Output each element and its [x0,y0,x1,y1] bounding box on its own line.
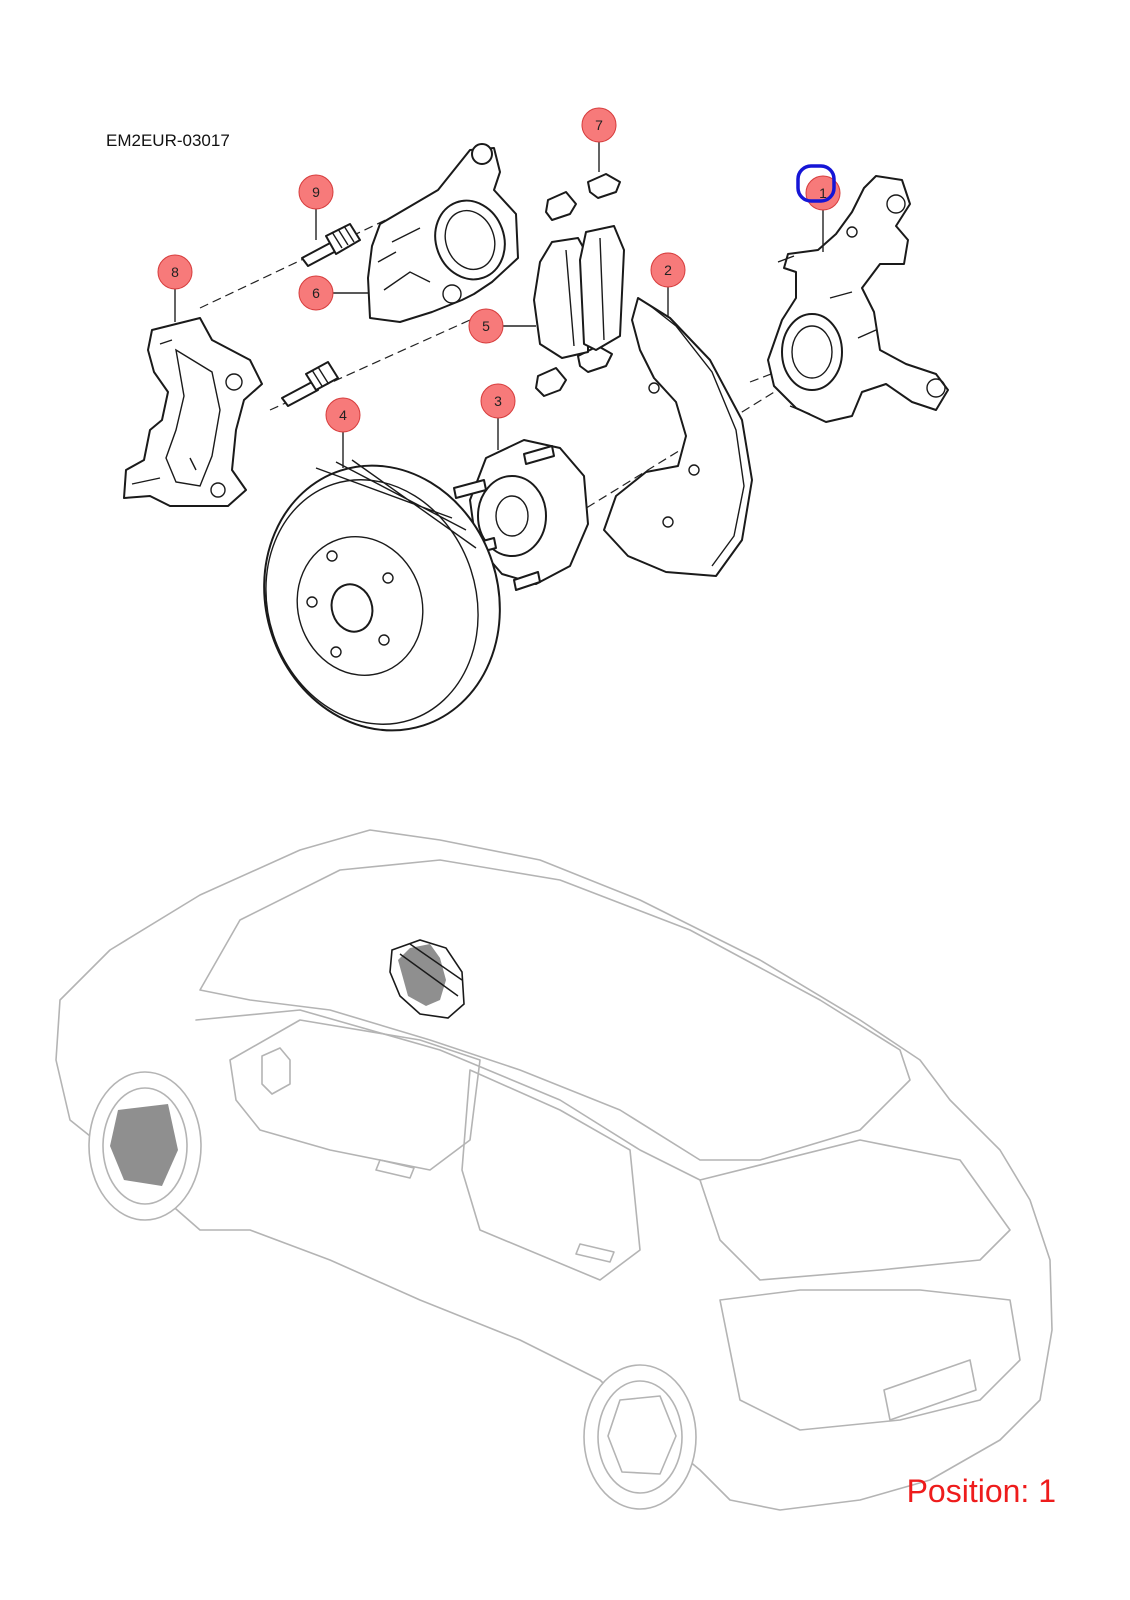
callout-label-3: 3 [494,393,502,409]
brake-caliper-part [367,143,519,323]
steering-knuckle-part [767,175,949,423]
position-label: Position: 1 [906,1473,1056,1509]
callout-marker-6[interactable]: 6 [298,275,334,311]
callout-marker-7[interactable]: 7 [581,107,617,143]
callout-marker-3[interactable]: 3 [480,383,516,419]
callout-marker-8[interactable]: 8 [157,254,193,290]
callout-label-2: 2 [664,262,672,278]
callout-leaders [174,142,824,468]
callout-marker-4[interactable]: 4 [325,397,361,433]
guide-pin-bolt-part [281,223,361,407]
vehicle-location-view [55,829,1053,1511]
selection-ring [796,164,836,203]
callout-label-5: 5 [482,318,490,334]
highlighted-brake-assembly [389,939,465,1019]
callout-label-9: 9 [312,184,320,200]
callout-marker-9[interactable]: 9 [298,174,334,210]
callout-label-8: 8 [171,264,179,280]
brake-dust-shield-part [603,297,753,577]
diagram-code: EM2EUR-03017 [106,131,230,150]
wheel-hub-bearing-part [453,439,589,591]
callout-marker-5[interactable]: 5 [468,308,504,344]
brake-pads-part [533,225,625,359]
callout-label-4: 4 [339,407,347,423]
brake-disc-part [263,459,501,732]
caliper-carrier-part [123,317,263,507]
callout-label-7: 7 [595,117,603,133]
callout-label-1: 1 [819,185,827,201]
callout-marker-2[interactable]: 2 [650,252,686,288]
callout-label-6: 6 [312,285,320,301]
